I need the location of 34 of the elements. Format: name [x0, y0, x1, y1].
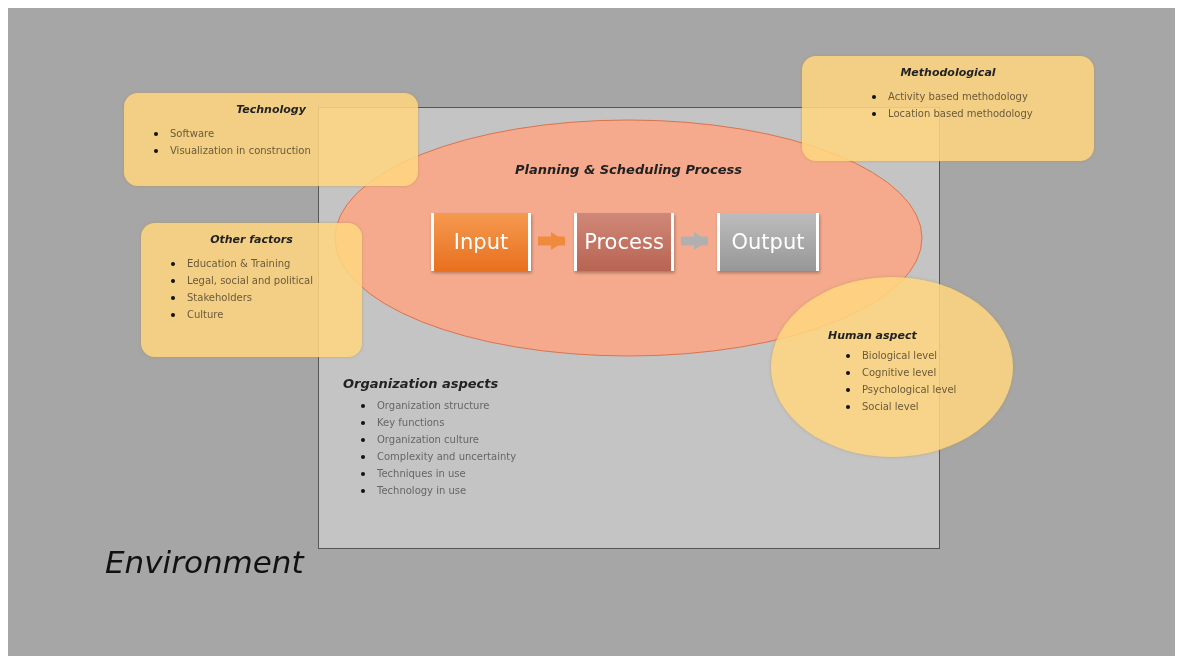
bullet-item: Biological level — [862, 350, 938, 361]
bullet-item: Software — [170, 128, 215, 139]
box-heading: Methodological — [899, 66, 997, 79]
arrow — [538, 232, 565, 250]
box-heading: Other factors — [209, 233, 294, 246]
bullet-item: Complexity and uncertainty — [377, 451, 517, 462]
process-title: Planning & Scheduling Process — [514, 162, 743, 177]
step-box: Input — [431, 213, 531, 271]
bullet-item: Social level — [862, 401, 919, 412]
bullet-item: Education & Training — [187, 258, 291, 269]
bullet-item: Cognitive level — [862, 367, 937, 378]
step-box: Process — [574, 213, 674, 271]
bullet-item: Organization culture — [377, 434, 480, 445]
bullet-item: Culture — [187, 309, 224, 320]
bullet-item: Techniques in use — [377, 468, 466, 479]
bullet-item: Legal, social and political — [187, 275, 313, 286]
bullet-item: Location based methodology — [888, 108, 1033, 119]
environment-label: Environment — [105, 544, 304, 580]
factor-box — [141, 223, 362, 357]
arrow — [681, 232, 708, 250]
bullet-item: Technology in use — [377, 485, 467, 496]
bullet-item: Psychological level — [862, 384, 957, 395]
section-heading: Organization aspects — [343, 376, 499, 391]
box-heading: Human aspect — [828, 329, 917, 342]
box-heading: Technology — [235, 103, 307, 116]
factor-box — [802, 56, 1094, 161]
bullet-item: Activity based methodology — [888, 91, 1028, 102]
factor-box — [124, 93, 418, 186]
bullet-item: Stakeholders — [187, 292, 253, 303]
bullet-item: Organization structure — [377, 400, 490, 411]
step-box: Output — [717, 213, 819, 271]
bullet-item: Visualization in construction — [170, 145, 311, 156]
bullet-item: Key functions — [377, 417, 445, 428]
environment-panel — [8, 8, 1175, 656]
